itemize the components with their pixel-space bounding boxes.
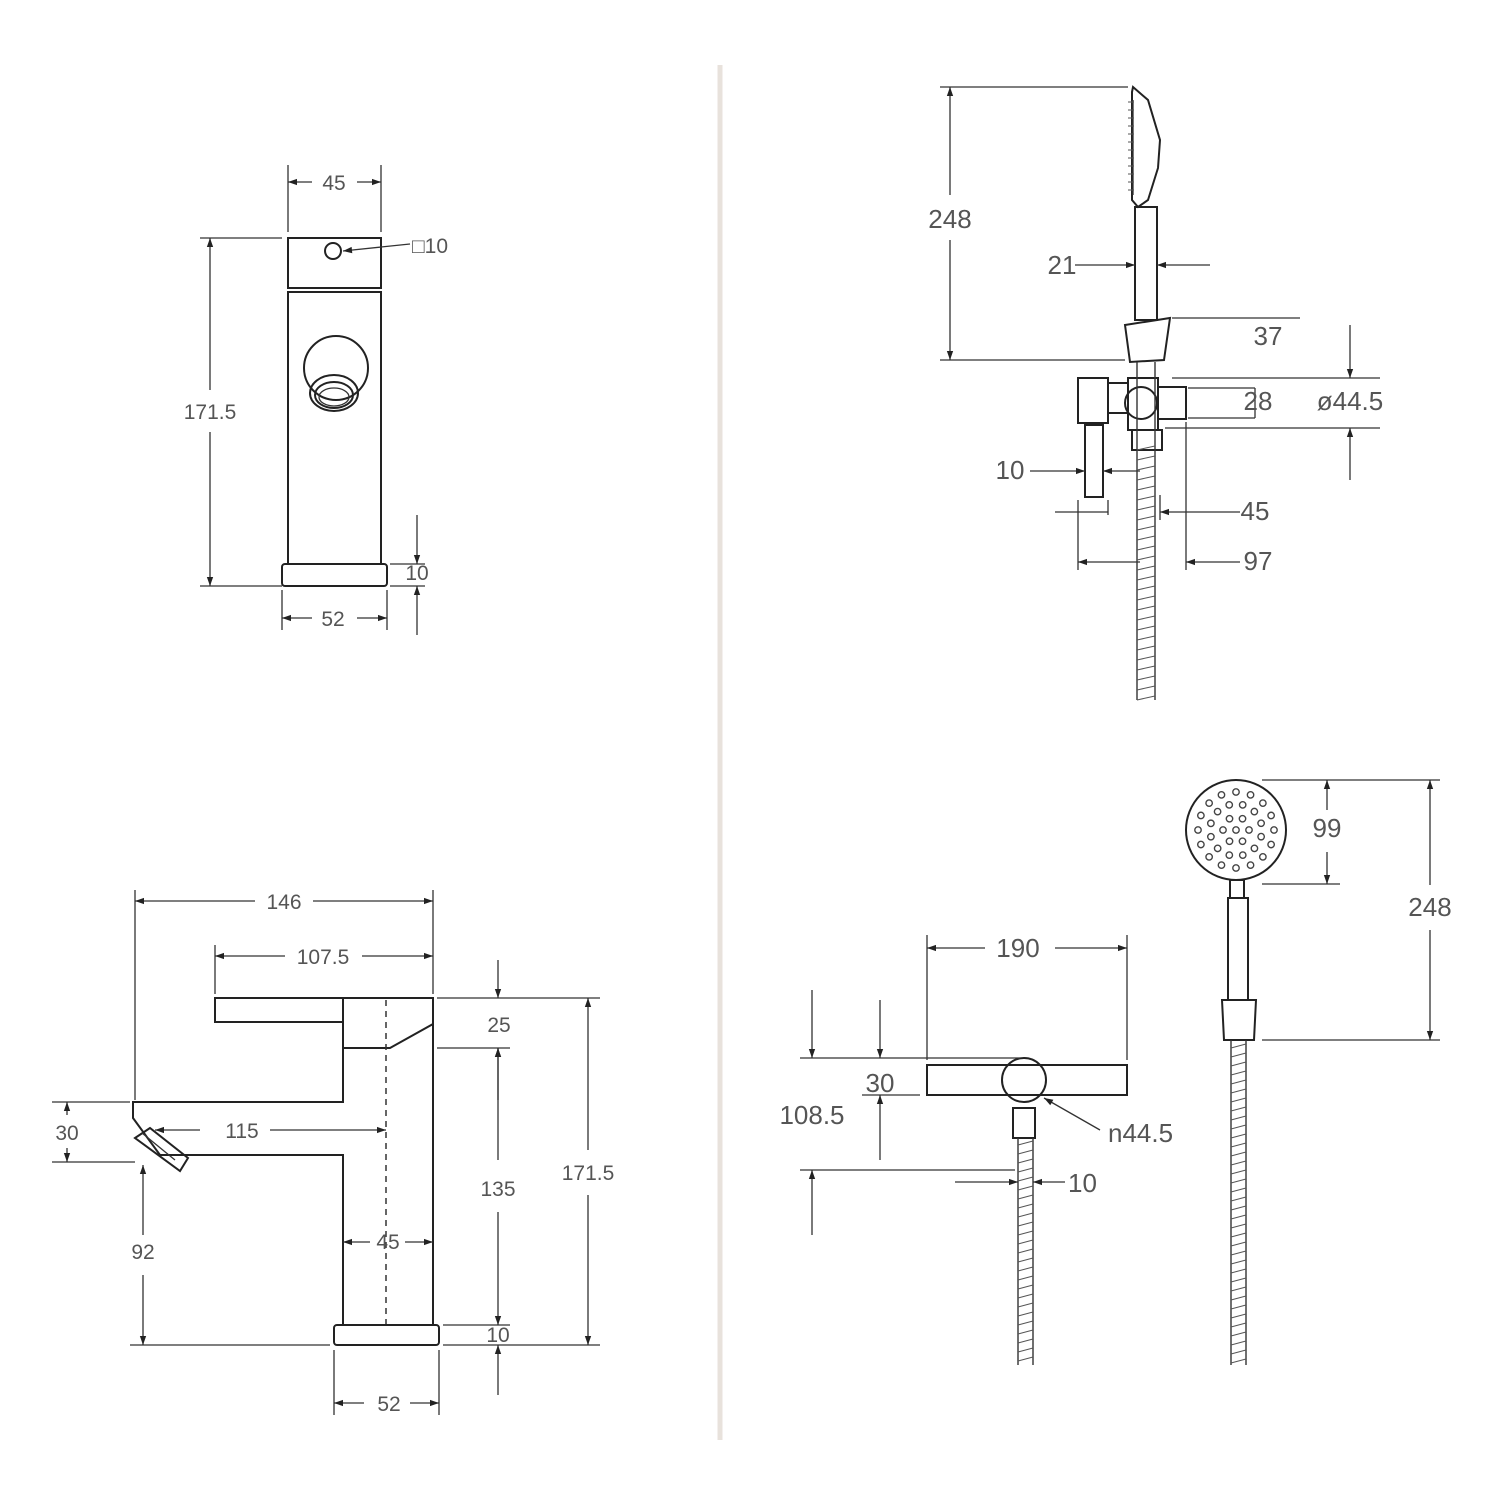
spray-hole — [1257, 819, 1266, 828]
spray-hole — [1267, 811, 1276, 820]
spray-hole — [1238, 800, 1247, 809]
spray-hole — [1205, 799, 1214, 808]
spray-hole — [1238, 837, 1247, 846]
dim-head-dia: 99 — [1313, 813, 1342, 843]
dim-total-length: 146 — [266, 891, 301, 914]
spray-hole — [1250, 807, 1259, 816]
dim-head-height: 248 — [1408, 892, 1451, 922]
spray-hole — [1232, 826, 1240, 834]
spray-hole — [1206, 819, 1215, 828]
dim-base-height: 10 — [405, 562, 428, 585]
dim-body-depth: 45 — [1241, 496, 1270, 526]
spray-hole — [1246, 861, 1255, 870]
basin-side-view: 146 107.5 25 30 115 92 135 171.5 45 10 5… — [52, 890, 614, 1416]
dim-handle-length: 107.5 — [297, 946, 350, 969]
dim-outlet: 10 — [1068, 1168, 1097, 1198]
dim-valve-dia: ø44.5 — [1317, 386, 1384, 416]
spray-hole — [1213, 844, 1222, 853]
dim-holder-height: 37 — [1254, 321, 1283, 351]
spray-hole — [1267, 840, 1276, 849]
dim-base-width: 52 — [321, 608, 344, 631]
dim-base-height: 10 — [486, 1324, 509, 1347]
hose-right — [1230, 1043, 1247, 1364]
spray-holes — [1194, 788, 1278, 872]
dim-total-height: 108.5 — [779, 1100, 844, 1130]
spray-hole — [1225, 814, 1234, 823]
spray-hole — [1213, 807, 1222, 816]
spray-hole — [1196, 811, 1205, 820]
spray-hole — [1205, 852, 1214, 861]
spray-hole — [1232, 788, 1240, 796]
dim-height: 171.5 — [184, 401, 237, 424]
spray-hole — [1250, 844, 1259, 853]
spray-hole — [1238, 851, 1247, 860]
spray-hole — [1194, 826, 1202, 834]
dim-width: 45 — [322, 172, 345, 195]
dim-spout-height: 30 — [55, 1122, 78, 1145]
spray-hole — [1196, 840, 1205, 849]
dim-handle-dia: 21 — [1048, 250, 1077, 280]
dim-lever-thickness: 30 — [866, 1068, 895, 1098]
dim-handle-thickness: 25 — [487, 1014, 510, 1037]
spray-hole — [1258, 852, 1267, 861]
spray-hole — [1219, 826, 1227, 834]
spray-hole — [1257, 832, 1266, 841]
dim-valve-dia: n44.5 — [1108, 1118, 1173, 1148]
dim-valve-height: 28 — [1244, 386, 1273, 416]
dim-spout-base: 92 — [131, 1241, 154, 1264]
spray-hole — [1270, 826, 1278, 834]
dim-total-depth: 97 — [1244, 546, 1273, 576]
spray-hole — [1217, 861, 1226, 870]
dim-spout-reach: 115 — [225, 1120, 258, 1143]
spray-hole — [1232, 864, 1240, 872]
dim-head-height: 248 — [928, 204, 971, 234]
dim-lever-length: 190 — [996, 933, 1039, 963]
dim-body-height: 135 — [480, 1178, 515, 1201]
shower-front-view: 99 248 190 30 108.5 n44.5 10 — [779, 779, 1452, 1365]
hose-left — [1017, 1140, 1034, 1362]
spray-hole — [1225, 800, 1234, 809]
spray-hole — [1258, 799, 1267, 808]
dim-total-height: 171.5 — [562, 1162, 615, 1185]
spray-hole — [1225, 837, 1234, 846]
shower-side-view: 248 21 37 28 ø44.5 10 45 97 — [928, 85, 1384, 701]
spray-hole — [1206, 832, 1215, 841]
dim-body-width: 45 — [376, 1231, 399, 1254]
spray-hole — [1245, 826, 1253, 834]
dim-base-width: 52 — [377, 1393, 400, 1416]
basin-front-view: 45 □10 171.5 10 52 — [184, 165, 448, 635]
spray-hole — [1217, 790, 1226, 799]
spray-hole — [1246, 790, 1255, 799]
spray-hole — [1225, 851, 1234, 860]
dim-lever-thickness: 10 — [996, 455, 1025, 485]
spray-hole — [1238, 814, 1247, 823]
dim-handle: □10 — [412, 235, 448, 258]
